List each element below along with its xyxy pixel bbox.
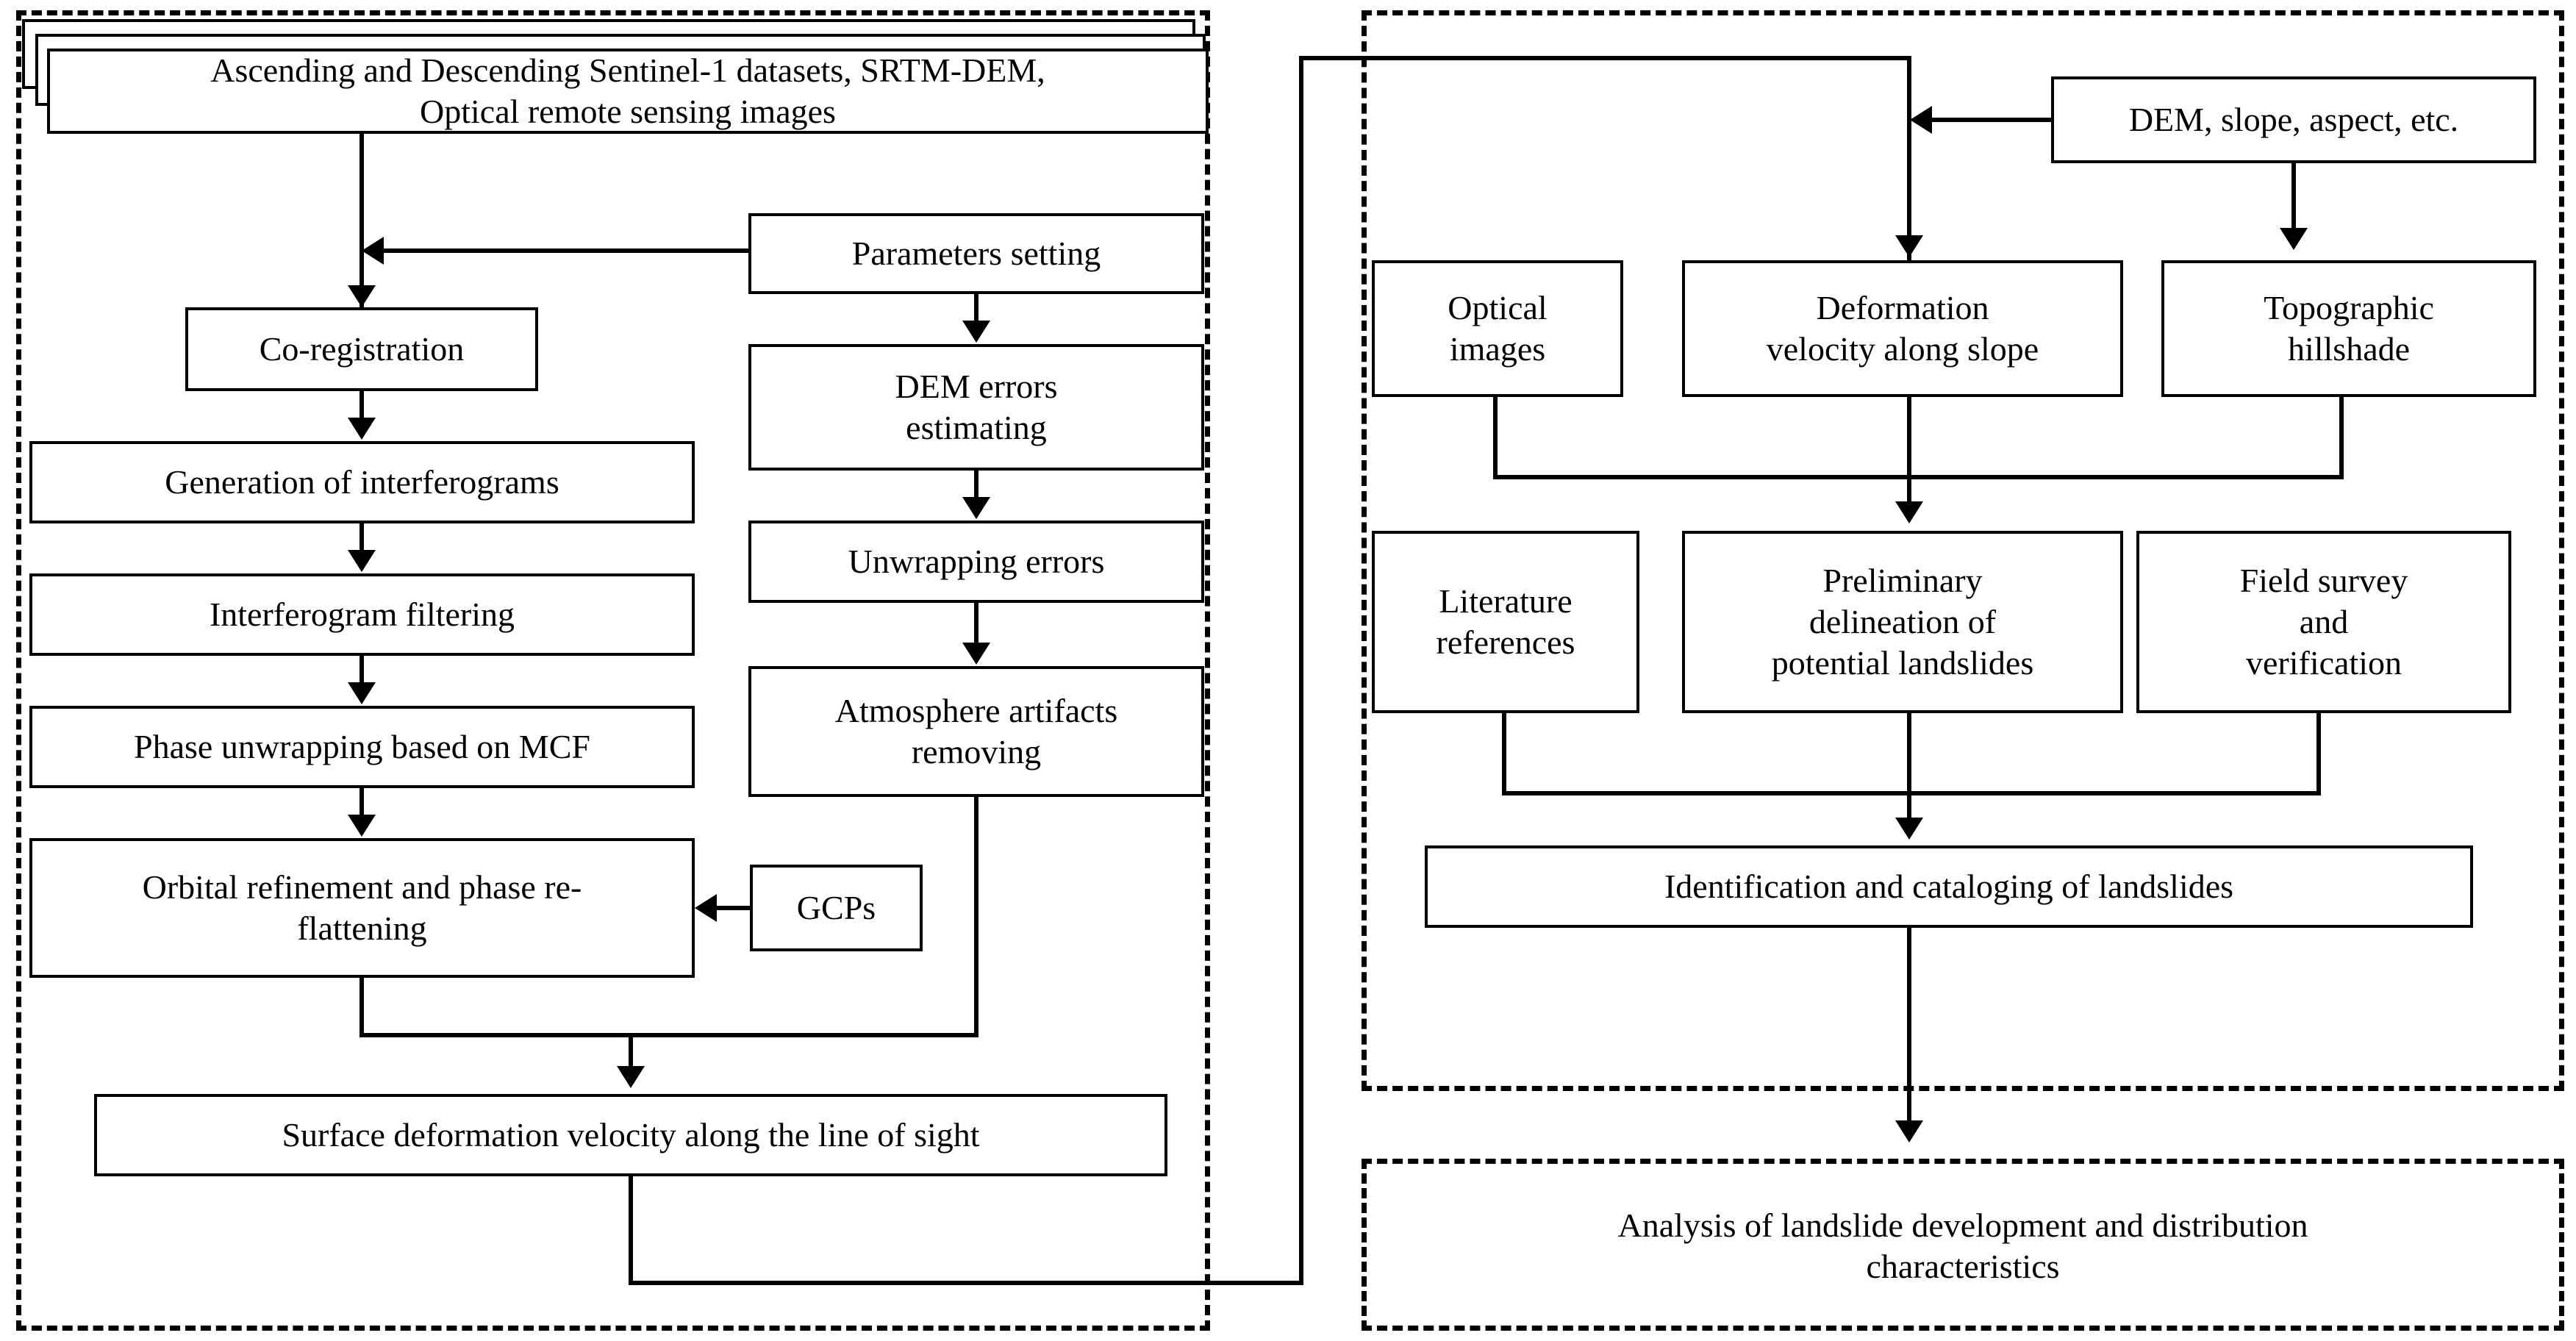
- input-datasets-box[interactable]: Ascending and Descending Sentinel-1 data…: [47, 49, 1209, 134]
- edge-demslope-to-main-line: [1932, 118, 2053, 122]
- edge-gcps-to-orbital-arrow: [695, 894, 717, 922]
- co-registration-box[interactable]: Co-registration: [185, 307, 538, 391]
- edge-fieldsurvey-down: [2316, 713, 2321, 795]
- edge-hillshade-down: [2339, 397, 2344, 479]
- edge-optical-down: [1493, 397, 1498, 479]
- edge-demslope-to-main-arrow: [1910, 106, 1932, 134]
- orbital-refinement-box[interactable]: Orbital refinement and phase re- flatten…: [29, 838, 695, 978]
- topographic-hillshade-box[interactable]: Topographic hillshade: [2161, 260, 2536, 397]
- gcps-box[interactable]: GCPs: [750, 865, 923, 951]
- edge-unwrappingerrors-to-atmosphere-arrow: [962, 643, 990, 665]
- feedback-down-from-surface: [629, 1176, 633, 1285]
- feedback-horizontal-bottom: [629, 1281, 1303, 1285]
- edge-filtering-to-unwrapping-arrow: [348, 682, 376, 704]
- edge-feedback-to-deformation-arrow: [1895, 235, 1923, 257]
- edge-orbital-merge-down: [359, 978, 364, 1037]
- phase-unwrapping-box[interactable]: Phase unwrapping based on MCF: [29, 706, 695, 788]
- edge-merge-horizontal: [359, 1033, 978, 1037]
- edge-row2-merge-horizontal: [1502, 791, 2321, 795]
- edge-feedback-to-deformation-line: [1907, 56, 1911, 265]
- edge-row2-merge-arrow: [1895, 818, 1923, 840]
- literature-references-box[interactable]: Literature references: [1372, 531, 1639, 713]
- edge-unwrapping-to-orbital-line: [359, 788, 364, 820]
- edge-generation-to-filtering-arrow: [348, 550, 376, 572]
- edge-merge-to-surface-line: [629, 1033, 633, 1072]
- edge-dem-to-unwrappingerrors-line: [974, 471, 978, 503]
- edge-deformation-down: [1907, 397, 1911, 507]
- dem-errors-box[interactable]: DEM errors estimating: [748, 344, 1204, 471]
- edge-demslope-to-hillshade-line: [2291, 163, 2296, 234]
- edge-coreg-to-generation-line: [359, 391, 364, 423]
- edge-filtering-to-unwrapping-line: [359, 656, 364, 688]
- edge-demslope-to-hillshade-arrow: [2280, 228, 2308, 250]
- generation-interferograms-box[interactable]: Generation of interferograms: [29, 441, 695, 523]
- edge-dem-to-unwrappingerrors-arrow: [962, 497, 990, 519]
- edge-row1-merge-horizontal: [1493, 475, 2344, 479]
- edge-literature-down: [1502, 713, 1506, 795]
- interferogram-filtering-box[interactable]: Interferogram filtering: [29, 573, 695, 656]
- identification-cataloging-box[interactable]: Identification and cataloging of landsli…: [1425, 845, 2473, 928]
- edge-identification-to-analysis-line: [1907, 928, 1911, 1129]
- edge-generation-to-filtering-line: [359, 523, 364, 556]
- edge-row1-merge-arrow: [1895, 501, 1923, 523]
- group-landslide-interpretation: [1362, 10, 2564, 1091]
- edge-params-to-dem-line: [974, 294, 978, 326]
- edge-preliminary-down: [1907, 713, 1911, 823]
- edge-params-to-main-arrow: [362, 237, 384, 265]
- edge-params-to-dem-arrow: [962, 321, 990, 343]
- dem-slope-aspect-box[interactable]: DEM, slope, aspect, etc.: [2051, 76, 2536, 163]
- edge-identification-to-analysis-arrow: [1895, 1120, 1923, 1142]
- edge-unwrappingerrors-to-atmosphere-line: [974, 603, 978, 648]
- edge-coreg-to-generation-arrow: [348, 418, 376, 440]
- preliminary-delineation-box[interactable]: Preliminary delineation of potential lan…: [1682, 531, 2123, 713]
- field-survey-box[interactable]: Field survey and verification: [2136, 531, 2511, 713]
- feedback-horizontal-top: [1299, 56, 1911, 60]
- surface-deformation-box[interactable]: Surface deformation velocity along the l…: [94, 1094, 1167, 1176]
- edge-input-to-coregistration-arrow: [348, 285, 376, 307]
- atmosphere-artifacts-box[interactable]: Atmosphere artifacts removing: [748, 666, 1204, 797]
- edge-gcps-to-orbital-line: [717, 906, 752, 910]
- edge-merge-to-surface-arrow: [617, 1066, 645, 1088]
- group-analysis: [1362, 1159, 2564, 1331]
- edge-params-to-main-line: [382, 248, 750, 253]
- deformation-velocity-box[interactable]: Deformation velocity along slope: [1682, 260, 2123, 397]
- parameters-setting-box[interactable]: Parameters setting: [748, 213, 1204, 294]
- edge-atmosphere-merge-down: [974, 797, 978, 1037]
- edge-input-to-coregistration-line: [359, 134, 364, 307]
- edge-unwrapping-to-orbital-arrow: [348, 815, 376, 837]
- feedback-up-right-edge: [1299, 56, 1303, 1285]
- optical-images-box[interactable]: Optical images: [1372, 260, 1623, 397]
- group-insar-processing: [16, 10, 1210, 1331]
- analysis-characteristics-text: Analysis of landslide development and di…: [1617, 1206, 2308, 1285]
- unwrapping-errors-box[interactable]: Unwrapping errors: [748, 521, 1204, 603]
